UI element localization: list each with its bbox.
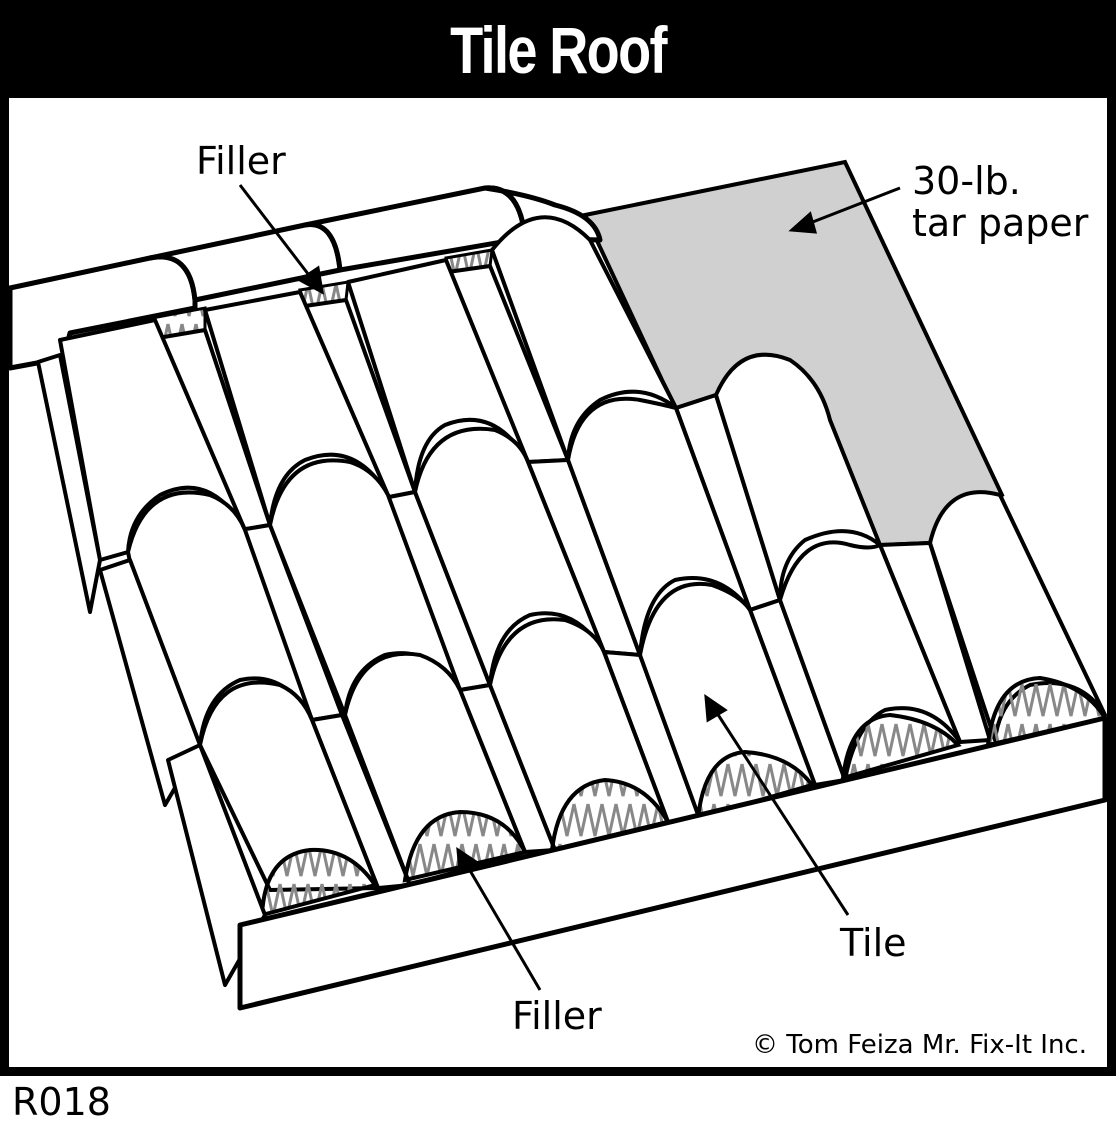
title-bar <box>0 0 1116 98</box>
diagram-frame <box>0 98 1116 1076</box>
drawing-code: R018 <box>12 1080 111 1124</box>
copyright-notice: © Tom Feiza Mr. Fix-It Inc. <box>752 1030 1087 1060</box>
fascia-board <box>237 715 1108 1011</box>
label-tile: Tile <box>840 921 907 965</box>
eave-fillers <box>259 675 1109 918</box>
label-tar-paper: 30-lb. tar paper <box>912 160 1088 244</box>
leader-arrows <box>238 184 901 991</box>
label-tar-paper-line2: tar paper <box>912 201 1089 245</box>
label-filler-bottom: Filler <box>512 994 602 1038</box>
pan-tiles <box>156 264 992 890</box>
ridge-cap <box>7 185 603 371</box>
label-filler-top: Filler <box>196 139 286 183</box>
page-title: Tile Roof <box>450 13 667 87</box>
label-tar-paper-line1: 30-lb. <box>912 159 1021 203</box>
